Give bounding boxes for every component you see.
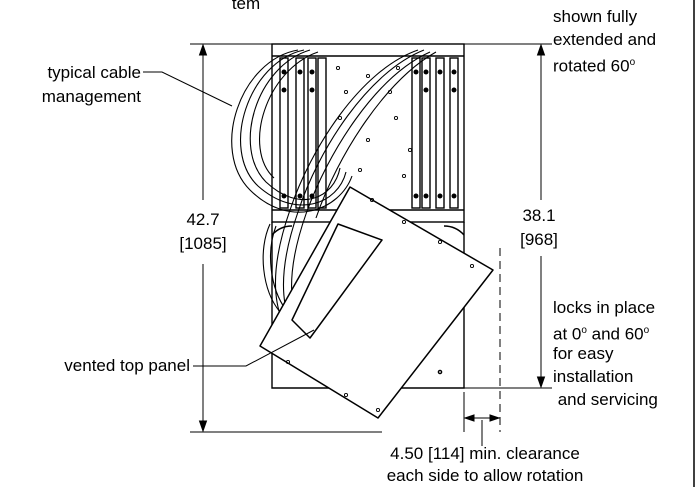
overall-height-inches: 42.7 xyxy=(186,210,220,229)
locks-note-line1: locks in place xyxy=(553,298,656,317)
rail-bolts xyxy=(281,69,457,199)
rack-height-inches: 38.1 xyxy=(522,206,556,225)
overall-height-mm: [1085] xyxy=(179,234,227,253)
panel-holes xyxy=(335,65,413,179)
locks-note-line3: for easy xyxy=(553,344,614,363)
vented-panel-label: vented top panel xyxy=(64,356,190,375)
vented-top-panel xyxy=(259,186,494,419)
cable-bundle xyxy=(231,49,437,325)
rotation-note-line1: shown fully xyxy=(553,7,638,26)
rack-height-dimension xyxy=(464,43,552,389)
clearance-note-line1: 4.50 [114] min. clearance xyxy=(390,444,580,463)
leader-lines xyxy=(143,71,315,367)
rotation-note-line3: rotated 60o xyxy=(553,56,636,76)
clearance-dimension xyxy=(463,248,501,446)
overall-height-dimension xyxy=(190,43,382,433)
cut-off-label: tem xyxy=(231,0,261,13)
locks-note-line2: at 0o and 60o xyxy=(553,324,650,344)
locks-note-line4: installation xyxy=(553,367,634,386)
rack-height-mm: [968] xyxy=(520,230,558,249)
rotation-note-line2: extended and xyxy=(553,30,657,49)
clearance-note-line2: each side to allow rotation xyxy=(386,466,584,485)
cable-management-line2: management xyxy=(41,87,141,106)
locks-note-line5: and servicing xyxy=(553,390,658,409)
cable-management-line1: typical cable xyxy=(47,63,141,82)
